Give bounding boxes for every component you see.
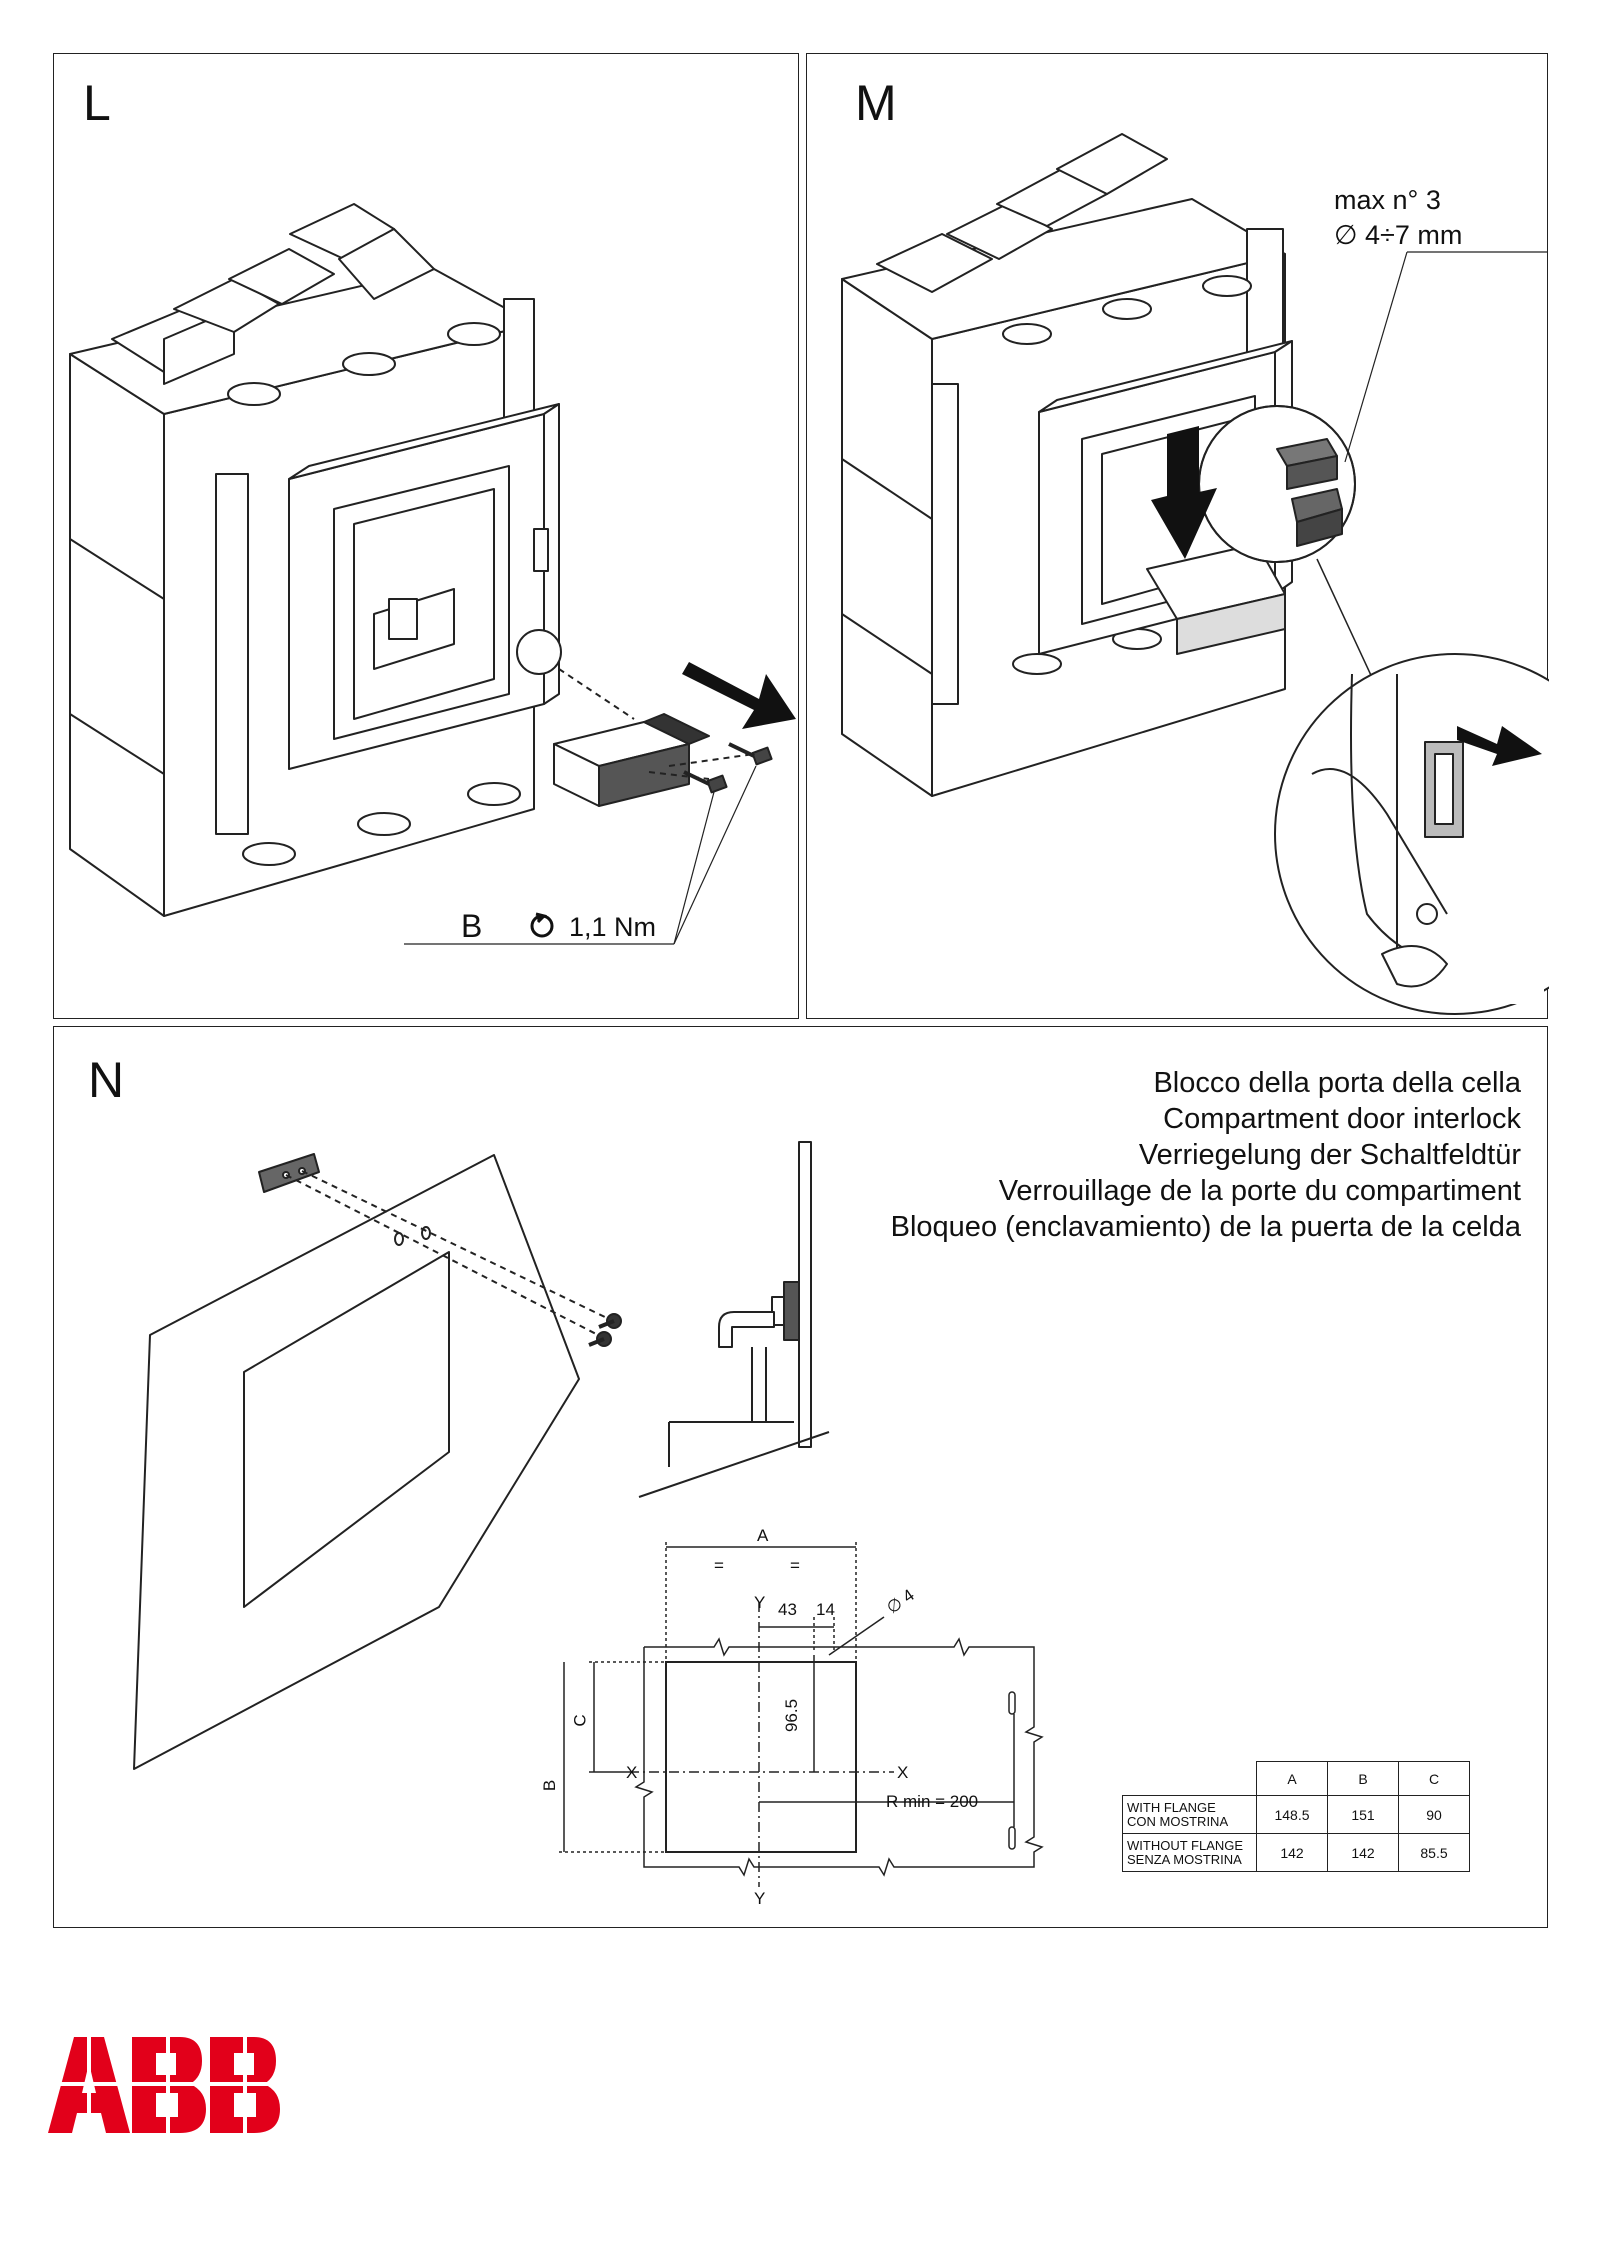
panel-letter-n: N (88, 1052, 125, 1108)
dim-b: B (540, 1779, 560, 1792)
table-cell: 90 (1398, 1795, 1470, 1834)
dim-43: 43 (778, 1600, 797, 1619)
breaker-with-interlock-drawing (69, 203, 796, 945)
row-label-line: CON MOSTRINA (1127, 1813, 1229, 1829)
table-header-row: A B C (1122, 1761, 1470, 1796)
dim-eq-right: = (790, 1556, 800, 1575)
row-label-line: WITHOUT FLANGE (1127, 1837, 1244, 1853)
table-cell: 142 (1327, 1833, 1399, 1872)
panel-n: N Blocco della porta della cella Compart… (53, 1026, 1548, 1928)
row-label-line: WITH FLANGE (1127, 1799, 1216, 1815)
screw-label: B (461, 908, 483, 944)
row-label-line: SENZA MOSTRINA (1127, 1851, 1242, 1867)
axis-y-bottom: Y (754, 1889, 766, 1908)
title-de: Verriegelung der Schaltfeldtür (1138, 1139, 1521, 1171)
row-label-with-flange: WITH FLANGE CON MOSTRINA (1122, 1795, 1257, 1834)
axis-x-right: X (897, 1763, 909, 1782)
dimensions-table: A B C WITH FLANGE CON MOSTRINA 148.5 151… (1122, 1761, 1470, 1872)
panel-n-titles: Blocco della porta della cella Compartme… (891, 1065, 1521, 1245)
panel-l: L (53, 53, 799, 1019)
table-corner (1122, 1761, 1257, 1796)
dim-14: 14 (816, 1600, 835, 1619)
table-row: WITH FLANGE CON MOSTRINA 148.5 151 90 (1122, 1795, 1470, 1834)
title-it: Blocco della porta della cella (1153, 1067, 1521, 1099)
table-header-c: C (1398, 1761, 1470, 1796)
table-row: WITHOUT FLANGE SENZA MOSTRINA 142 142 85… (1122, 1833, 1470, 1872)
abb-logo (48, 2037, 288, 2138)
abb-logo-mark (48, 2037, 288, 2133)
table-cell: 85.5 (1398, 1833, 1470, 1872)
torque-icon (530, 912, 554, 938)
panel-letter-m: M (855, 75, 897, 131)
panel-m: M (806, 53, 1549, 1019)
table-cell: 151 (1327, 1795, 1399, 1834)
table-cell: 148.5 (1256, 1795, 1328, 1834)
axis-y-top: Y (754, 1593, 766, 1612)
title-es: Bloqueo (enclavamiento) de la puerta de … (890, 1211, 1521, 1243)
torque-value: 1,1 Nm (569, 912, 657, 942)
dim-96-5: 96.5 (782, 1698, 802, 1733)
row-label-without-flange: WITHOUT FLANGE SENZA MOSTRINA (1122, 1833, 1257, 1872)
padlock-quantity: max n° 3 (1334, 185, 1441, 215)
table-header-b: B (1327, 1761, 1399, 1796)
dim-c: C (570, 1714, 590, 1727)
dim-eq-left: = (714, 1556, 724, 1575)
title-fr: Verrouillage de la porte du compartiment (998, 1175, 1521, 1207)
padlock-diameter: ∅ 4÷7 mm (1334, 220, 1463, 250)
table-cell: 142 (1256, 1833, 1328, 1872)
panel-letter-l: L (83, 75, 111, 131)
axis-x-left: X (626, 1763, 638, 1782)
door-mounting-drawing (133, 1141, 1044, 1887)
dim-rmin: R min = 200 (886, 1792, 979, 1811)
breaker-padlock-drawing (841, 133, 1549, 1015)
dim-a: A (757, 1526, 769, 1545)
table-header-a: A (1256, 1761, 1328, 1796)
title-en: Compartment door interlock (1163, 1103, 1521, 1135)
